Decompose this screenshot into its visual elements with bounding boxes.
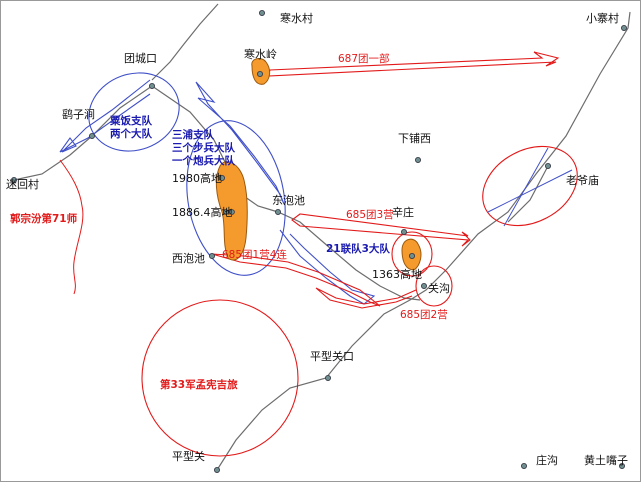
dot-1886b — [229, 209, 235, 215]
rivers — [59, 159, 84, 295]
dot-xinzhuang — [400, 228, 407, 235]
label-pingxingguankou: 平型关口 — [310, 349, 354, 363]
road-pingxingguan — [216, 11, 631, 471]
road-tuancheng-north — [151, 3, 219, 81]
label-sakai-2: 两个大队 — [110, 127, 152, 140]
label-sakai-1: 粟饭支队 — [109, 114, 152, 127]
area-laoyemiao — [482, 145, 578, 227]
dot-huangtuzuizi — [619, 462, 626, 469]
dot-laoyemiao — [545, 162, 552, 169]
unit-labels: 687团一部 685团3营 685团1营4连 685团2营 郭宗汾第71师 第3… — [10, 52, 448, 391]
label-tuanchengkou: 团城口 — [124, 52, 157, 65]
label-33army: 第33军孟宪吉旅 — [160, 378, 238, 391]
label-yaozijian: 鹞子涧 — [62, 107, 95, 121]
dot-pingxingguan — [213, 466, 220, 473]
label-1886: 1886.4高地 — [172, 205, 233, 219]
dot-hanshuicun — [258, 9, 265, 16]
arrow-685-2 — [315, 287, 417, 309]
label-1363: 1363高地 — [372, 267, 422, 281]
label-miura-1: 三浦支队 — [172, 128, 214, 141]
dot-huihuicun — [10, 176, 17, 183]
dot-xipaochi — [208, 252, 215, 259]
label-687: 687团一部 — [338, 52, 390, 65]
label-dongpaochi: 东泡池 — [272, 193, 305, 207]
place-labels: 寒水村 小寨村 团城口 寒水岭 鹞子涧 下铺西 老爷庙 迷回村 1980高地 1… — [6, 11, 628, 467]
arrow-685-3 — [291, 213, 471, 247]
area-sakai — [88, 72, 180, 152]
dot-zhuanggou — [521, 462, 528, 469]
area-miura — [186, 120, 286, 276]
label-huihuicun: 迷回村 — [6, 177, 39, 191]
dot-1980 — [218, 174, 225, 181]
label-xiapuxi: 下铺西 — [398, 132, 431, 145]
dot-yaozijian — [89, 132, 96, 139]
arrow-685-1 — [211, 253, 381, 307]
area-33army — [141, 299, 299, 457]
label-685-1: 685团1营4连 — [222, 248, 287, 261]
label-huangtuzuizi: 黄土嘴子 — [584, 453, 628, 467]
japanese-arrows — [59, 79, 376, 305]
place-dots — [10, 9, 628, 473]
label-71div: 郭宗汾第71师 — [10, 212, 78, 225]
label-zhuanggou: 庄沟 — [536, 453, 558, 467]
road-tuancheng-west — [13, 85, 153, 181]
arrow-687 — [267, 51, 560, 77]
arrow-miura-south — [279, 229, 376, 305]
label-guangou: 关沟 — [428, 281, 450, 295]
dot-tuanchengkou — [148, 83, 155, 90]
label-miura-3: 一个炮兵大队 — [172, 154, 235, 167]
label-hanshuiling: 寒水岭 — [244, 47, 277, 61]
dot-hanshuiling — [256, 71, 263, 78]
road-laoye-branch — [507, 165, 549, 223]
dot-guangou — [420, 282, 427, 289]
arrow-miura-north — [195, 81, 285, 205]
dot-xiapuxi — [414, 156, 421, 163]
area-1363 — [391, 231, 433, 277]
dot-pingxingguankou — [324, 374, 331, 381]
river-west — [59, 159, 84, 295]
deployment-areas — [88, 72, 578, 457]
dot-1886a — [223, 209, 229, 215]
dot-1363 — [408, 252, 415, 259]
arrow-sakai-west — [59, 79, 151, 153]
area-guangou — [415, 265, 453, 307]
label-1980: 1980高地 — [172, 171, 222, 185]
label-laoyemiao: 老爷庙 — [566, 173, 599, 187]
dot-dongpaochi — [274, 208, 281, 215]
laoyemiao-lines — [487, 147, 573, 227]
label-hanshuicun: 寒水村 — [280, 11, 313, 25]
label-xipaochi: 西泡池 — [172, 251, 205, 265]
dot-xiaozhaicun — [621, 24, 628, 31]
label-685-2: 685团2营 — [400, 308, 448, 321]
label-xinzhuang: 辛庄 — [392, 205, 414, 219]
laoye-line-a — [487, 169, 573, 213]
label-21j: 21联队3大队 — [326, 242, 390, 255]
laoye-line-b — [503, 147, 549, 227]
label-685-3: 685团3营 — [346, 208, 394, 221]
label-xiaozhaicun: 小寨村 — [586, 11, 619, 25]
label-pingxingguan: 平型关 — [172, 449, 205, 463]
label-miura-2: 三个步兵大队 — [172, 141, 235, 154]
